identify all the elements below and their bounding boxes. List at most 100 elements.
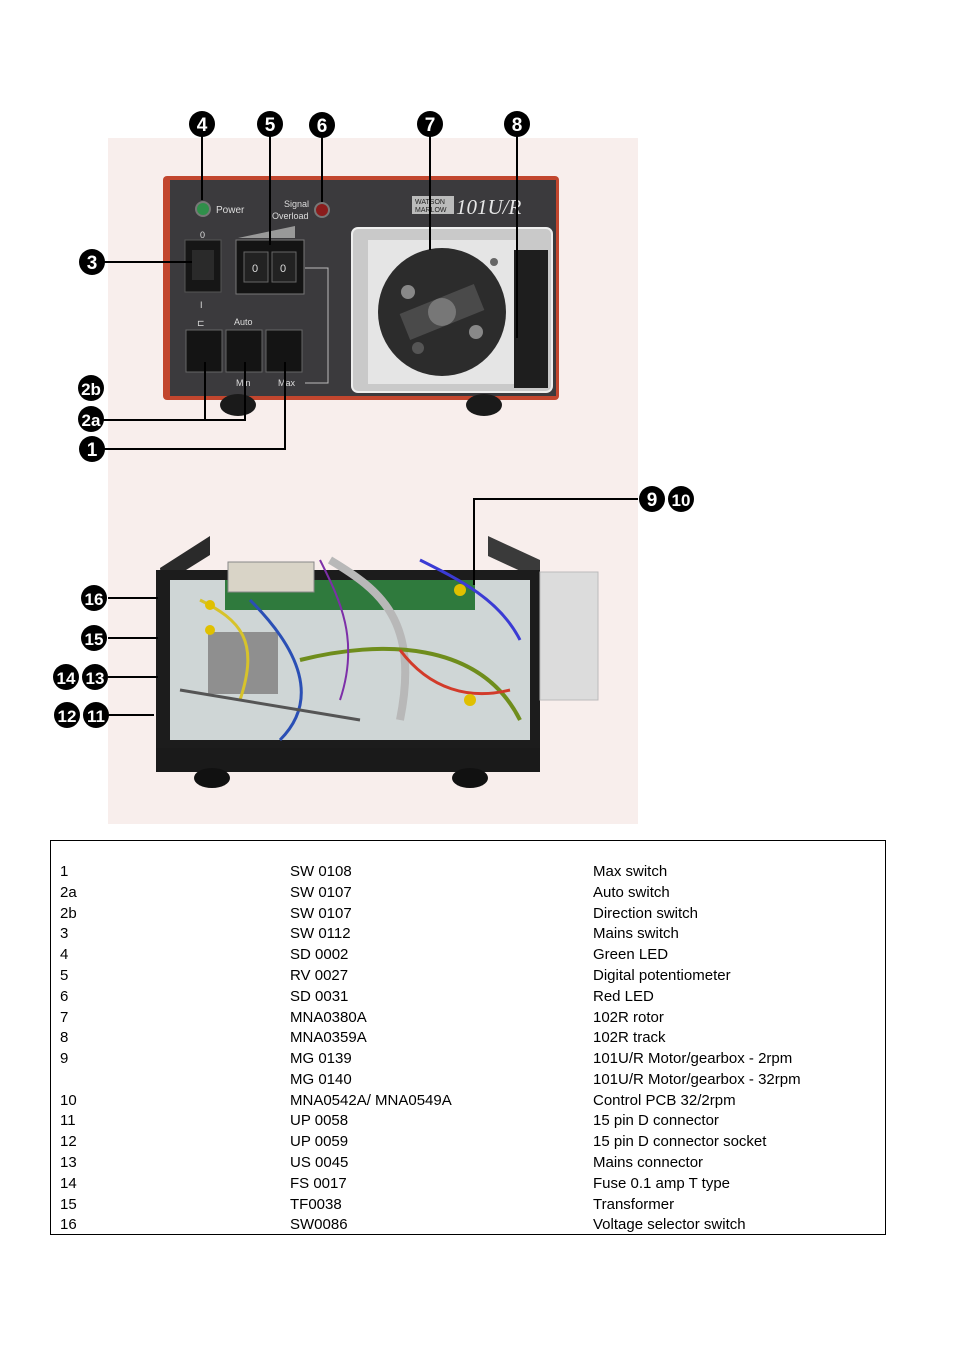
svg-text:11: 11: [87, 707, 105, 726]
part-ref: 3: [60, 925, 69, 942]
power-label: Power: [216, 205, 245, 216]
callout-3: 3: [79, 249, 105, 275]
part-desc: Transformer: [593, 1196, 675, 1213]
part-ref: 9: [60, 1050, 69, 1067]
table-row: 7 MNA0380A 102R rotor: [51, 1009, 885, 1029]
table-row: 12 UP 0059 15 pin D connector socket: [51, 1133, 885, 1153]
part-ref: 6: [60, 988, 69, 1005]
parts-table: 1 SW 0108 Max switch 2a SW 0107 Auto swi…: [50, 840, 886, 1235]
model-label: 101U/R: [456, 195, 522, 219]
table-row: 2a SW 0107 Auto switch: [51, 884, 885, 904]
table-row: 6 SD 0031 Red LED: [51, 988, 885, 1008]
part-ref: 2b: [60, 905, 77, 922]
part-code: SD 0002: [290, 946, 349, 963]
table-row: 3 SW 0112 Mains switch: [51, 925, 885, 945]
part-desc: 15 pin D connector socket: [593, 1133, 767, 1150]
max-label: Max: [278, 378, 296, 388]
part-ref: 16: [60, 1216, 77, 1233]
rotor: [399, 284, 485, 354]
pump-diagram: Power Signal Overload 0 I 0 0 ⊏ Auto Min…: [53, 111, 694, 824]
part-desc: 15 pin D connector: [593, 1112, 719, 1129]
part-ref: 7: [60, 1009, 69, 1026]
svg-text:13: 13: [86, 669, 105, 688]
part-ref: 1: [60, 863, 69, 880]
part-ref: 11: [60, 1112, 76, 1129]
part-code: FS 0017: [290, 1175, 347, 1192]
part-desc: Max switch: [593, 863, 668, 880]
callout-16: 16: [81, 585, 107, 611]
part-code: MNA0542A/ MNA0549A: [290, 1092, 452, 1109]
part-code: UP 0058: [290, 1112, 349, 1129]
part-desc: Red LED: [593, 988, 654, 1005]
callout-12: 12: [54, 702, 80, 728]
part-desc: Auto switch: [593, 884, 670, 901]
svg-text:⊏: ⊏: [197, 318, 205, 328]
svg-text:1: 1: [87, 440, 98, 461]
callout-8: 8: [504, 111, 530, 137]
table-row: 1 SW 0108 Max switch: [51, 863, 885, 883]
part-desc: Voltage selector switch: [593, 1216, 746, 1233]
part-code: MNA0359A: [290, 1029, 367, 1046]
part-ref: 5: [60, 967, 69, 984]
callout-15: 15: [81, 625, 107, 651]
min-label: Min: [236, 378, 251, 388]
part-code: SW 0107: [290, 884, 352, 901]
part-code: SW 0112: [290, 925, 351, 942]
part-desc: Digital potentiometer: [593, 967, 731, 984]
callout-2b: 2b: [78, 375, 104, 401]
callout-14: 14: [53, 664, 79, 690]
part-desc: 102R track: [593, 1029, 666, 1046]
table-row: 16 SW0086 Voltage selector switch: [51, 1216, 885, 1236]
callout-6: 6: [309, 112, 335, 138]
svg-text:2b: 2b: [81, 380, 101, 399]
part-code: MNA0380A: [290, 1009, 367, 1026]
svg-text:15: 15: [85, 630, 104, 649]
mains-zero-label: 0: [200, 230, 205, 240]
svg-text:9: 9: [647, 490, 658, 511]
part-ref: 15: [60, 1196, 77, 1213]
table-row: 10 MNA0542A/ MNA0549A Control PCB 32/2rp…: [51, 1092, 885, 1112]
svg-text:10: 10: [672, 491, 691, 510]
callout-13: 13: [82, 664, 108, 690]
part-desc: Control PCB 32/2rpm: [593, 1092, 736, 1109]
callout-9: 9: [639, 486, 665, 512]
signal-label: Signal: [284, 199, 309, 209]
callout-badges: 4 5 6 7 8 3 2b 2a 1 9 10 16 15 14 13 12 …: [53, 111, 694, 728]
callout-5: 5: [257, 111, 283, 137]
part-ref: 8: [60, 1029, 69, 1046]
table-row: 11 UP 0058 15 pin D connector: [51, 1112, 885, 1132]
part-desc: Mains connector: [593, 1154, 704, 1171]
part-code: RV 0027: [290, 967, 349, 984]
part-ref: 14: [60, 1175, 77, 1192]
part-desc: Fuse 0.1 amp T type: [593, 1175, 731, 1192]
part-code: US 0045: [290, 1154, 349, 1171]
svg-text:5: 5: [265, 115, 276, 136]
overload-label: Overload: [272, 211, 309, 221]
part-desc: 101U/R Motor/gearbox - 2rpm: [593, 1050, 793, 1067]
svg-text:2a: 2a: [82, 411, 101, 430]
auto-label: Auto: [234, 317, 253, 327]
svg-text:12: 12: [58, 707, 77, 726]
part-code: SD 0031: [290, 988, 349, 1005]
part-code: MG 0140: [290, 1071, 352, 1088]
part-ref: 12: [60, 1133, 77, 1150]
part-code: SW 0107: [290, 905, 352, 922]
svg-text:14: 14: [57, 669, 76, 688]
part-ref: 10: [60, 1092, 77, 1109]
part-desc: 102R rotor: [593, 1009, 664, 1026]
part-code: SW 0108: [290, 863, 352, 880]
table-row: 5 RV 0027 Digital potentiometer: [51, 967, 885, 987]
mains-one-label: I: [200, 300, 203, 310]
part-code: MG 0139: [290, 1050, 352, 1067]
callout-2a: 2a: [78, 406, 104, 432]
table-row: 9 MG 0139 101U/R Motor/gearbox - 2rpm: [51, 1050, 885, 1070]
callout-4: 4: [189, 111, 215, 137]
svg-text:6: 6: [317, 116, 328, 137]
part-desc: 101U/R Motor/gearbox - 32rpm: [593, 1071, 801, 1088]
part-desc: Mains switch: [593, 925, 679, 942]
green-led: [195, 201, 211, 217]
part-code: TF0038: [290, 1196, 342, 1213]
table-row: 2b SW 0107 Direction switch: [51, 905, 885, 925]
svg-text:8: 8: [512, 115, 523, 136]
table-row: 4 SD 0002 Green LED: [51, 946, 885, 966]
